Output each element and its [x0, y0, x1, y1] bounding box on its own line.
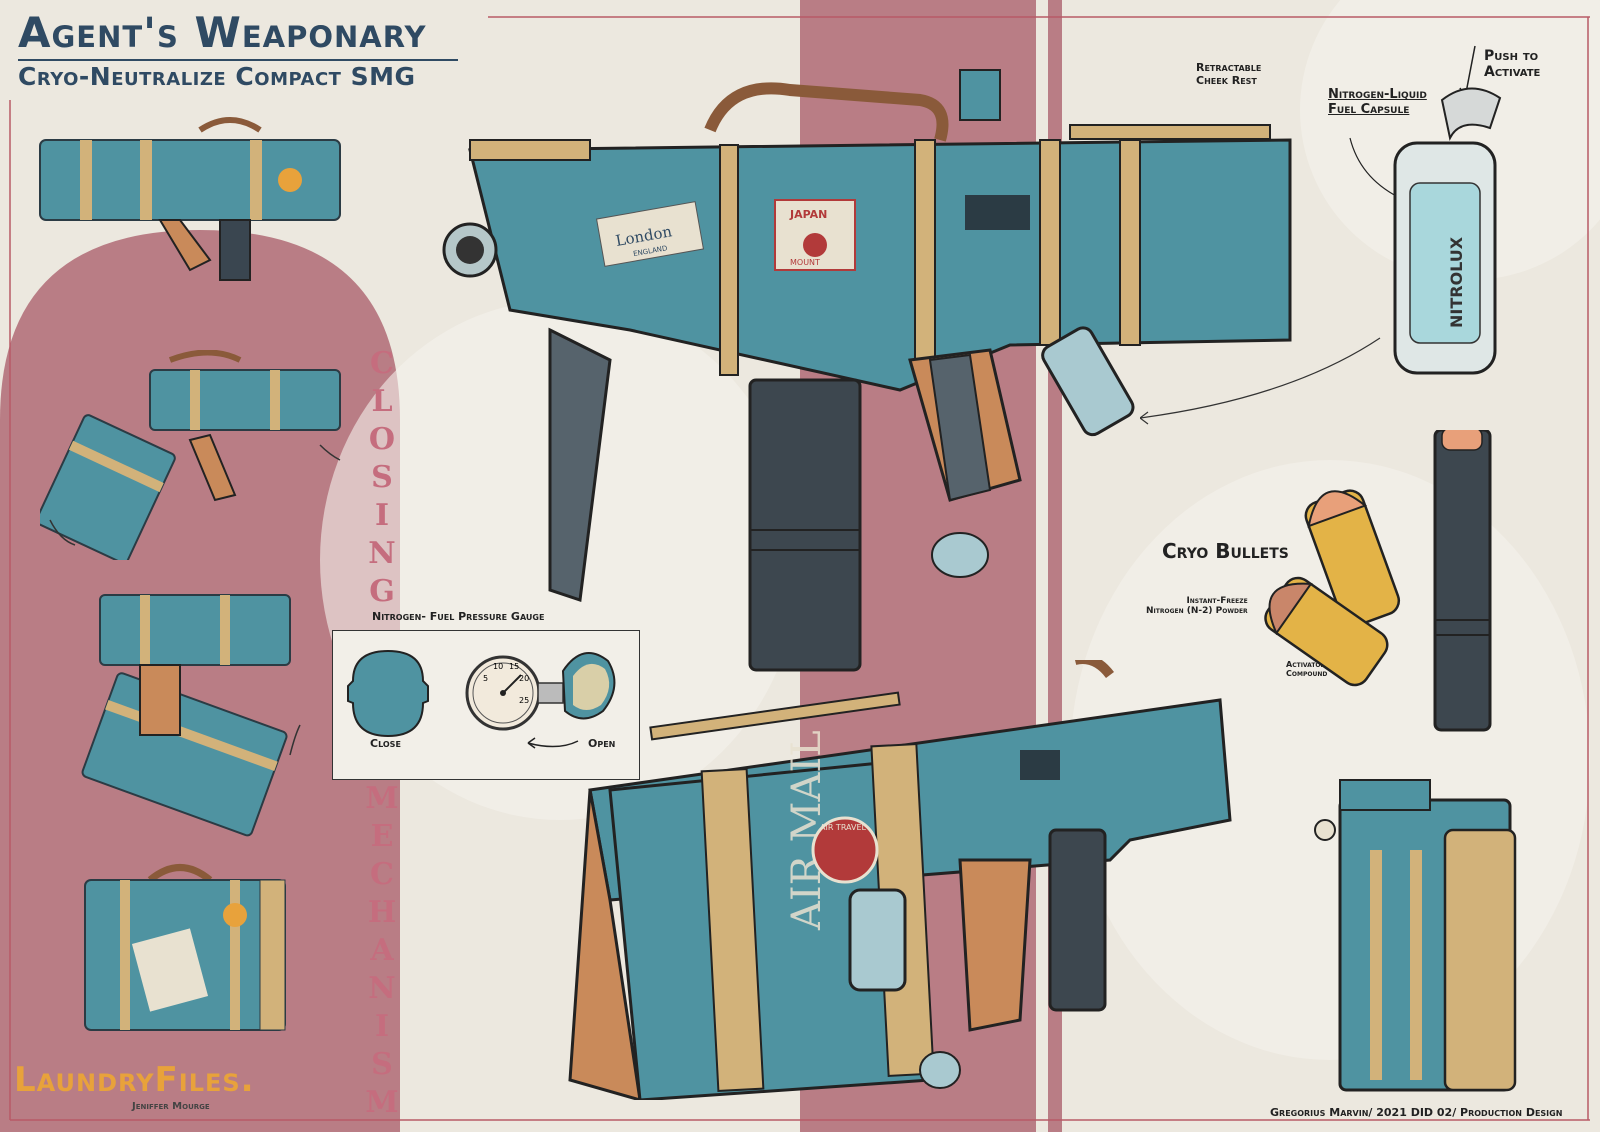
- svg-text:15: 15: [509, 662, 519, 671]
- gauge-close-label: Close: [370, 737, 401, 750]
- page-subtitle: Cryo-Neutralize Compact SMG: [18, 62, 416, 91]
- svg-text:MOUNT: MOUNT: [790, 258, 820, 267]
- svg-text:JAPAN: JAPAN: [789, 208, 827, 221]
- page-title: Agent's Weaponary: [18, 8, 427, 57]
- callout-push-to-activate: Push to Activate: [1484, 48, 1541, 81]
- callout-fuel-capsule: Nitrogen-Liquid Fuel Capsule: [1328, 87, 1427, 117]
- svg-text:NITROLUX: NITROLUX: [1447, 236, 1466, 328]
- main-smg-illustration: London ENGLAND JAPAN MOUNT: [442, 69, 1292, 672]
- callout-activator: Activator Compound: [1286, 660, 1328, 679]
- gauge-illustration: 5 10 15 20 25: [347, 649, 616, 749]
- svg-text:AIR TRAVEL: AIR TRAVEL: [820, 823, 867, 832]
- svg-text:25: 25: [519, 696, 529, 705]
- svg-text:10: 10: [493, 662, 503, 671]
- gauge-open-label: Open: [588, 737, 616, 750]
- folded-smg-illustration: AIR MAIL AIR TRAVEL: [568, 660, 1232, 1100]
- bullets-and-magazine: [1264, 430, 1492, 732]
- thumbnail-2: [40, 350, 341, 560]
- gauge-cover-closed: [347, 649, 429, 738]
- callout-cryo-bullets: Cryo Bullets: [1162, 539, 1289, 563]
- thumbnail-1: [39, 117, 341, 281]
- fuel-capsule-illustration: NITROLUX: [1140, 45, 1502, 425]
- studio-logo: LaundryFiles.: [14, 1060, 255, 1100]
- artist-credit: Gregorius Marvin/ 2021 DID 02/ Productio…: [1270, 1106, 1563, 1119]
- thumbnail-briefcase: [84, 864, 286, 1031]
- gauge-panel-title: Nitrogen- Fuel Pressure Gauge: [372, 610, 545, 623]
- author-name: Jeniffer Mourge: [132, 1101, 210, 1112]
- svg-text:5: 5: [483, 674, 488, 683]
- svg-text:20: 20: [519, 674, 529, 683]
- folded-side-illustration: [1314, 779, 1517, 1092]
- gauge-panel: 5 10 15 20 25: [332, 630, 640, 780]
- callout-cheek-rest: Retractable Cheek Rest: [1196, 61, 1262, 87]
- thumbnail-3: [81, 594, 301, 837]
- callout-instant-freeze: Instant-Freeze Nitrogen (N-2) Powder: [1146, 596, 1248, 617]
